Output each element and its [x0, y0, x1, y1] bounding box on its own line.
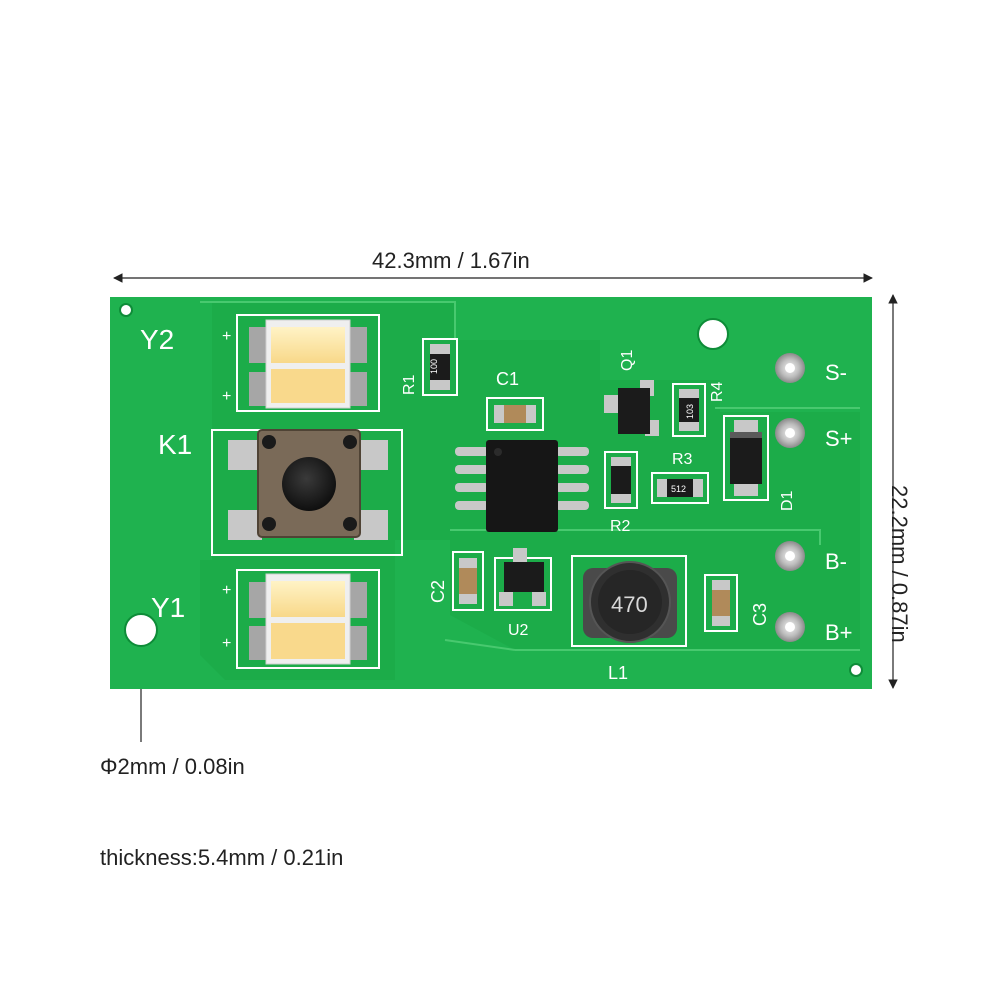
inductor-l1	[571, 555, 687, 647]
label-b-minus: B-	[825, 549, 847, 574]
label-r4: R4	[709, 381, 726, 402]
label-u2: U2	[508, 622, 529, 639]
capacitor-c1	[486, 397, 544, 431]
label-s-minus: S-	[825, 360, 847, 385]
label-c3: C3	[750, 603, 770, 626]
silk-outline	[200, 301, 860, 651]
silk-plus: +	[222, 388, 231, 405]
transistor-q1	[604, 380, 659, 436]
led-y2	[236, 314, 380, 412]
capacitor-c2	[452, 551, 484, 611]
label-r2: R2	[610, 518, 631, 535]
label-b-plus: B+	[825, 620, 853, 645]
label-y2: Y2	[140, 324, 174, 355]
resistor-r1	[422, 338, 458, 396]
label-q1: Q1	[619, 350, 636, 371]
push-button-knob	[282, 457, 336, 511]
label-k1: K1	[158, 429, 192, 460]
silk-plus: +	[222, 328, 231, 345]
resistor-r3	[651, 472, 709, 504]
mounting-hole-small	[119, 303, 133, 317]
resistor-r4	[672, 383, 706, 437]
mounting-hole-large	[697, 318, 729, 350]
mounting-hole-small	[849, 663, 863, 677]
label-y1: Y1	[151, 592, 185, 623]
ic-chip-u1	[455, 440, 589, 532]
silk-plus: +	[222, 582, 231, 599]
label-l1: L1	[608, 663, 628, 683]
label-r3: R3	[672, 451, 693, 468]
label-c2: C2	[428, 580, 448, 603]
label-s-plus: S+	[825, 426, 853, 451]
r4-code: 103	[685, 404, 695, 419]
label-r1: R1	[401, 374, 418, 395]
label-d1: D1	[779, 490, 796, 511]
push-button-k1	[211, 429, 403, 556]
r3-code: 512	[671, 484, 686, 494]
hole-diameter-label: Φ2mm / 0.08in	[100, 754, 245, 779]
capacitor-c3	[704, 574, 738, 632]
resistor-r2	[604, 451, 638, 509]
led-y1	[236, 569, 380, 669]
mounting-hole-2mm	[124, 613, 158, 647]
label-c1: C1	[496, 369, 519, 389]
thickness-label: thickness:5.4mm / 0.21in	[100, 845, 344, 870]
l1-code: 470	[611, 592, 648, 617]
r1-code: 100	[429, 359, 439, 374]
diode-d1	[723, 415, 769, 501]
width-dimension-label: 42.3mm / 1.67in	[372, 248, 530, 273]
regulator-u2	[494, 548, 552, 611]
silk-plus: +	[222, 635, 231, 652]
